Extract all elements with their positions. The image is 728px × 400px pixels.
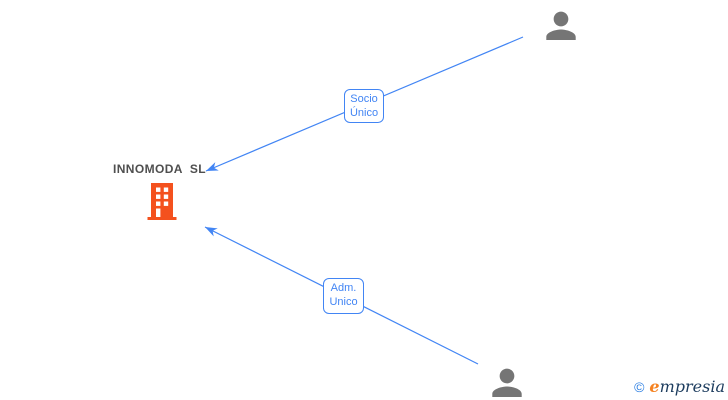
- company-name-label[interactable]: INNOMODA SL: [113, 162, 207, 176]
- building-icon: [147, 183, 177, 220]
- adm-unico-label-line2: Unico: [329, 296, 358, 308]
- copyright-icon: ©: [634, 379, 645, 395]
- brand-wordmark: empresia: [649, 377, 725, 396]
- adm-unico-label-line1: Adm.: [330, 282, 357, 294]
- brand-initial: e: [649, 377, 660, 396]
- brand-rest: mpresia: [659, 377, 725, 396]
- empresia-logo[interactable]: © empresia: [634, 377, 725, 396]
- person-icon: [546, 11, 576, 40]
- administrator-person-icon[interactable]: [486, 362, 528, 400]
- adm-unico-label: Adm. Unico: [323, 278, 364, 314]
- socio-unico-label-line1: Socio: [350, 93, 378, 105]
- company-node[interactable]: [147, 182, 177, 221]
- socio-unico-label-line2: Único: [349, 107, 379, 119]
- person-icon: [492, 368, 522, 397]
- socio-unico-label: Socio Único: [344, 89, 384, 123]
- shareholder-person-icon[interactable]: [540, 5, 582, 47]
